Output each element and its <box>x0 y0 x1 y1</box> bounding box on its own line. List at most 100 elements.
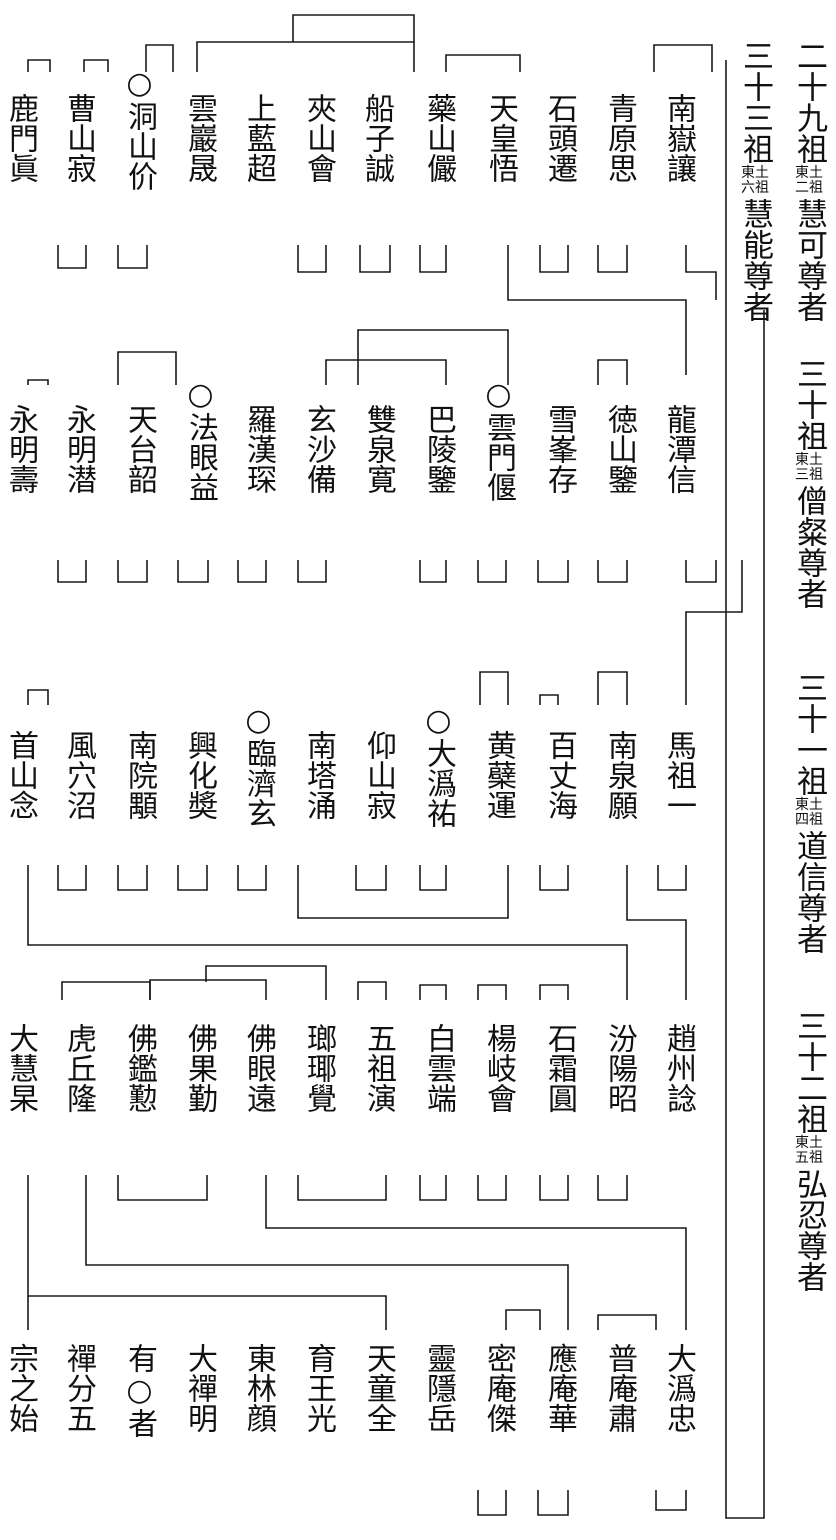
connector-line <box>359 245 391 273</box>
connector-line <box>292 14 415 42</box>
ancestor-31-note: 東土四祖 <box>795 797 823 828</box>
monk-name: 興化奬 <box>182 730 217 820</box>
connector-line <box>117 245 148 269</box>
monk-name: 船子誠 <box>359 93 394 183</box>
ancestor-32: 三十二祖東土五祖弘忍尊者 <box>791 1010 827 1292</box>
ancestor-33: 三十三祖東土六祖慧能尊者 <box>737 40 773 322</box>
monk-name: ○洞山价 <box>122 66 157 191</box>
connector-line <box>477 1490 507 1516</box>
ancestor-29-name: 慧可尊者 <box>791 198 827 322</box>
monk-name: 南泉願 <box>602 730 637 820</box>
connector-line <box>597 671 628 705</box>
monk-name: 徳山鑒 <box>602 404 637 494</box>
ancestor-31: 三十一祖東土四祖道信尊者 <box>791 672 827 954</box>
connector-line <box>477 984 507 1000</box>
connector-line <box>177 560 209 583</box>
connector-line <box>419 245 447 273</box>
connector-line <box>57 560 87 583</box>
connector-line <box>117 351 177 385</box>
connector-line <box>537 560 569 583</box>
ancestor-29-title: 二十九祖 <box>791 40 827 164</box>
ancestor-32-title: 三十二祖 <box>791 1010 827 1134</box>
monk-name: 密庵傑 <box>481 1343 516 1433</box>
monk-name: 五祖演 <box>361 1023 396 1113</box>
monk-name: 巴陵鑒 <box>421 404 456 494</box>
connector-line <box>539 245 569 273</box>
connector-line <box>725 60 765 1519</box>
connector-line <box>505 1309 541 1330</box>
ancestor-32-name: 弘忍尊者 <box>791 1168 827 1292</box>
connector-line <box>419 984 447 1000</box>
monk-name: 羅漢琛 <box>241 404 276 494</box>
monk-name: 鹿門眞 <box>3 93 38 183</box>
monk-name: 仰山寂 <box>361 730 396 820</box>
ancestor-32-note: 東土五祖 <box>795 1135 823 1166</box>
monk-name: 玄沙備 <box>301 404 336 494</box>
connector-line <box>445 54 521 72</box>
monk-name: 南塔涌 <box>301 730 336 820</box>
monk-name: 瑯瑘覺 <box>301 1023 336 1113</box>
connector-line <box>653 44 713 72</box>
monk-name: 天童全 <box>361 1343 396 1433</box>
monk-name: 天皇悟 <box>483 93 518 183</box>
connector-line <box>196 41 415 72</box>
monk-name: 佛果勤 <box>182 1023 217 1113</box>
connector-line <box>537 1490 569 1516</box>
connector-line <box>27 1175 387 1330</box>
monk-name: 虎丘隆 <box>61 1023 96 1113</box>
connector-line <box>117 865 148 891</box>
connector-line <box>357 329 509 385</box>
monk-name: 雙泉寛 <box>361 404 396 494</box>
ancestor-29: 二十九祖東土二祖慧可尊者 <box>791 40 827 322</box>
monk-name: 大禪明 <box>182 1343 217 1433</box>
connector-line <box>27 865 628 1000</box>
connector-line <box>597 1175 628 1201</box>
connector-line <box>85 1175 569 1330</box>
connector-line <box>297 865 509 919</box>
monk-name: 馬祖一 <box>661 730 696 820</box>
connector-line <box>57 865 87 891</box>
connector-line <box>419 1175 447 1201</box>
monk-name: 大慧杲 <box>3 1023 38 1113</box>
ancestor-30-note: 東土三祖 <box>795 452 823 483</box>
connector-line <box>419 560 447 583</box>
ancestor-29-note: 東土二祖 <box>795 165 823 196</box>
connector-line <box>539 984 569 1000</box>
monk-name: ○法眼益 <box>183 377 218 502</box>
monk-name: 東林顔 <box>241 1343 276 1433</box>
monk-name: 宗之始 <box>3 1343 38 1433</box>
monk-name: 夾山會 <box>301 93 336 183</box>
connector-line <box>597 245 628 273</box>
connector-line <box>297 1175 387 1201</box>
monk-name: ○大潙祐 <box>421 703 456 828</box>
connector-line <box>479 671 509 705</box>
monk-name: 石頭遷 <box>542 93 577 183</box>
ancestor-30-title: 三十祖 <box>791 358 827 451</box>
connector-line <box>27 689 49 705</box>
monk-name: 雲巖晟 <box>182 93 217 183</box>
connector-line <box>477 1175 507 1201</box>
monk-name: 永明潜 <box>61 404 96 494</box>
monk-name: 龍潭信 <box>661 404 696 494</box>
connector-line <box>539 865 569 891</box>
monk-name: ○臨濟玄 <box>241 703 276 828</box>
monk-name: 黄蘗運 <box>481 730 516 820</box>
connector-line <box>685 560 743 705</box>
monk-name: 靈隱岳 <box>421 1343 456 1433</box>
monk-name: 百丈海 <box>542 730 577 820</box>
ancestor-31-name: 道信尊者 <box>791 830 827 954</box>
connector-line <box>237 560 267 583</box>
connector-line <box>357 981 387 1000</box>
connector-line <box>597 1314 657 1330</box>
connector-line <box>355 865 387 891</box>
monk-name: 藥山儼 <box>421 93 456 183</box>
connector-line <box>177 865 208 891</box>
monk-name: ○雲門偃 <box>481 377 516 502</box>
connector-line <box>117 1175 208 1201</box>
connector-line <box>539 1175 569 1201</box>
monk-name: 汾陽昭 <box>602 1023 637 1113</box>
monk-name: 天台韶 <box>122 404 157 494</box>
connector-line <box>655 1490 687 1511</box>
